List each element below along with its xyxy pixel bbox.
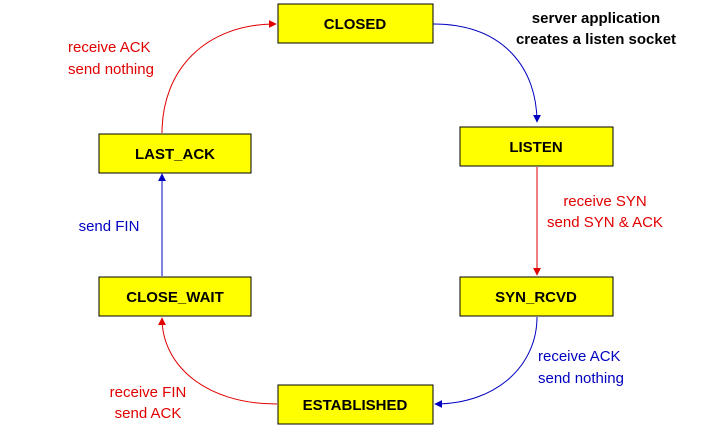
server-note: server application creates a listen sock… [516, 10, 676, 48]
state-established-label: ESTABLISHED [303, 397, 408, 414]
server-note-line-1: server application [532, 10, 660, 27]
state-last-ack-label: LAST_ACK [135, 146, 215, 163]
edge-label-listen-to-syn-rcvd-line-1: receive SYN [563, 193, 646, 210]
edge-label-syn-rcvd-to-established-line-1: receive ACK [538, 348, 621, 365]
edge-label-listen-to-syn-rcvd-line-2: send SYN & ACK [547, 214, 663, 231]
edge-closed-to-listen [432, 23, 541, 123]
state-close-wait-label: CLOSE_WAIT [126, 289, 224, 306]
state-syn-rcvd-label: SYN_RCVD [495, 289, 577, 306]
server-note-line-2: creates a listen socket [516, 31, 676, 48]
state-established-box [277, 384, 434, 425]
state-closed-label: CLOSED [324, 16, 387, 33]
edge-last-ack-to-closed [161, 20, 277, 134]
edge-label-listen-to-syn-rcvd: receive SYN send SYN & ACK [547, 193, 663, 231]
edge-label-syn-rcvd-to-established-line-2: send nothing [538, 370, 624, 387]
state-close-wait-box [98, 276, 252, 317]
edge-label-close-wait-to-last-ack-line-1: send FIN [79, 218, 140, 235]
state-last-ack-box [98, 133, 252, 174]
state-closed: CLOSED [277, 3, 434, 44]
state-closed-box [277, 3, 434, 44]
state-listen: LISTEN [459, 126, 614, 167]
edge-label-close-wait-to-last-ack: send FIN [79, 218, 140, 235]
state-established: ESTABLISHED [277, 384, 434, 425]
edge-label-last-ack-to-closed-line-2: send nothing [68, 61, 154, 78]
edge-label-last-ack-to-closed-line-1: receive ACK [68, 39, 151, 56]
edge-label-last-ack-to-closed: receive ACK send nothing [68, 39, 154, 78]
state-last-ack: LAST_ACK [98, 133, 252, 174]
state-close-wait: CLOSE_WAIT [98, 276, 252, 317]
state-syn-rcvd: SYN_RCVD [459, 276, 614, 317]
state-listen-box [459, 126, 614, 167]
edge-label-established-to-close-wait-line-1: receive FIN [110, 384, 187, 401]
edge-label-established-to-close-wait: receive FIN send ACK [110, 384, 187, 422]
edge-established-to-close-wait [158, 317, 278, 405]
edge-label-syn-rcvd-to-established: receive ACK send nothing [538, 348, 624, 387]
edge-syn-rcvd-to-established [434, 316, 538, 408]
edge-label-established-to-close-wait-line-2: send ACK [115, 405, 182, 422]
state-listen-label: LISTEN [509, 139, 562, 156]
state-syn-rcvd-box [459, 276, 614, 317]
